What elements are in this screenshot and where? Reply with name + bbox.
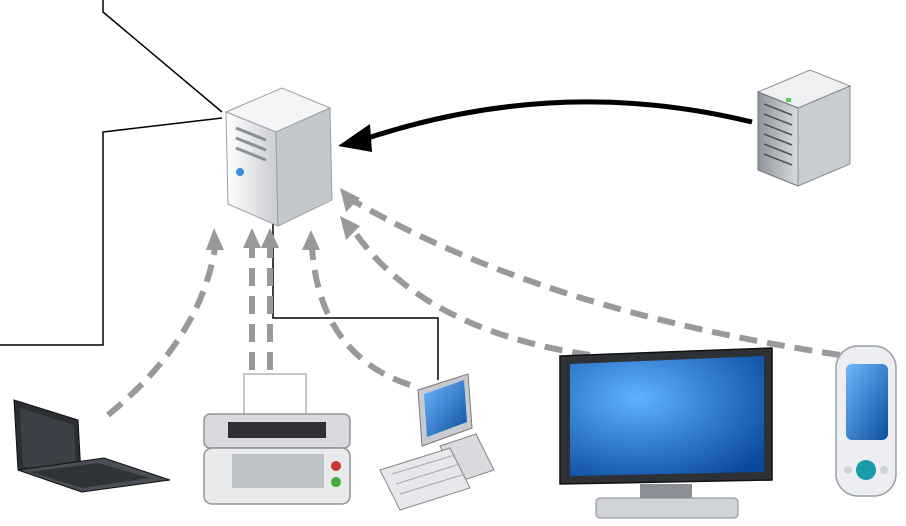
laptop-to-agent-arrow [106, 247, 218, 418]
rack-server-icon [756, 69, 852, 187]
desktop-to-agent-arrow [309, 247, 411, 388]
monitor-to-agent-arrow [349, 226, 591, 358]
pda-device-icon [835, 345, 897, 497]
pda-to-agent-arrow [350, 197, 841, 358]
printer-icon [203, 373, 351, 505]
server-tower-icon [224, 87, 333, 227]
dashed-arrows [106, 197, 841, 418]
flat-panel-monitor-icon [559, 347, 773, 519]
callout-left [0, 117, 223, 346]
dashed-arrowheads [206, 188, 360, 250]
desktop-computer-icon [379, 373, 495, 511]
manager-to-agent-arrow [338, 99, 753, 152]
callout-top [102, 0, 223, 113]
callout-lines [0, 0, 439, 380]
laptop-icon [13, 399, 171, 493]
